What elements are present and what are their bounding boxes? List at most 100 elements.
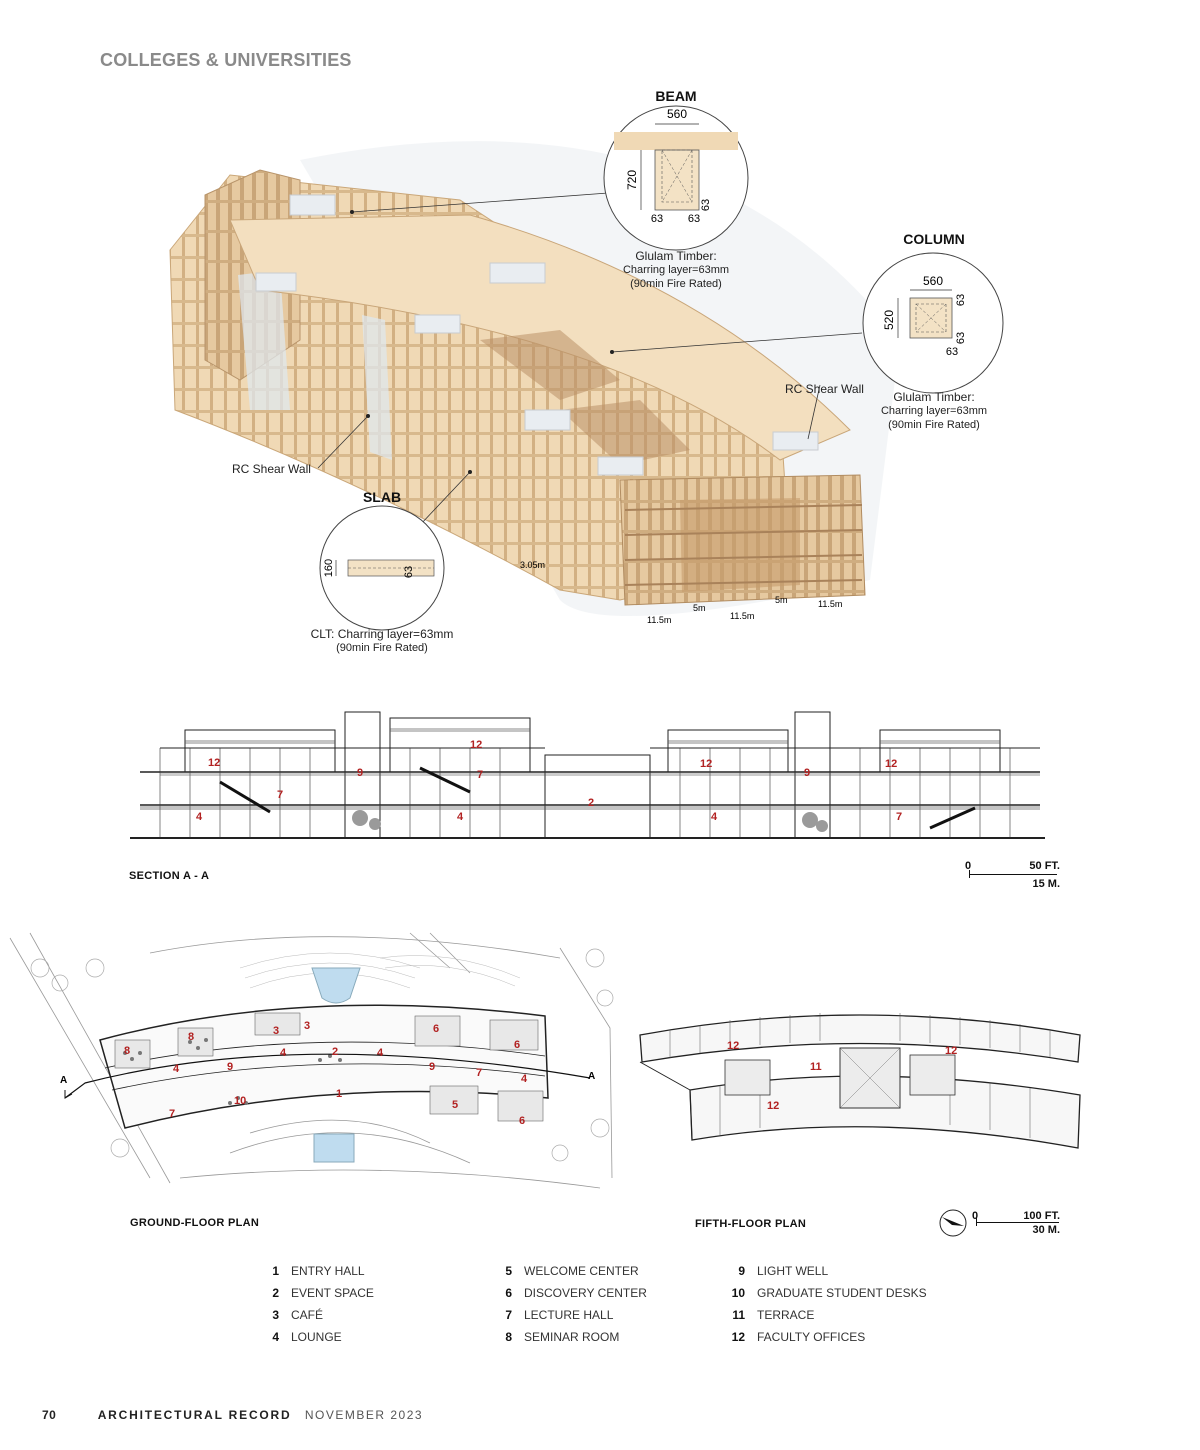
- fifth-room-number: 12: [945, 1045, 957, 1057]
- legend-number: 7: [505, 1308, 512, 1322]
- ground-room-number: 7: [169, 1108, 175, 1120]
- section-room-number: 7: [896, 811, 902, 823]
- section-room-number: 7: [277, 789, 283, 801]
- ground-room-number: 6: [514, 1039, 520, 1051]
- legend-label: LIGHT WELL: [757, 1264, 829, 1278]
- legend-label: DISCOVERY CENTER: [524, 1286, 647, 1300]
- legend-number: 6: [505, 1286, 512, 1300]
- ground-room-number: 8: [188, 1031, 194, 1043]
- column-caption-line: (90min Fire Rated): [888, 419, 980, 431]
- legend-number: 10: [731, 1286, 745, 1300]
- ground-room-number: 4: [377, 1047, 384, 1059]
- legend-item: 4 LOUNGE: [255, 1330, 342, 1344]
- section-drawing: 12 9 12 7 7 4 4 2 4 12 9 12 7: [130, 711, 1045, 839]
- legend-label: TERRACE: [757, 1308, 815, 1322]
- legend-item: 5 WELCOME CENTER: [488, 1264, 639, 1278]
- ground-room-number: 3: [273, 1025, 279, 1037]
- section-room-number: 4: [196, 811, 203, 823]
- ground-room-number: 3: [304, 1020, 310, 1032]
- legend-label: EVENT SPACE: [291, 1286, 374, 1300]
- fifth-room-number: 12: [767, 1100, 779, 1112]
- fifth-room-number: 11: [810, 1061, 822, 1073]
- beam-char-b: 63: [688, 213, 700, 225]
- rc-shear-wall-label-left: RC Shear Wall: [232, 462, 311, 476]
- ground-plan-title: GROUND-FLOOR PLAN: [130, 1217, 260, 1229]
- section-room-number: 9: [804, 767, 810, 779]
- fifth-floor-plan: 12 12 11 12: [639, 1013, 1081, 1149]
- beam-caption-line: Charring layer=63mm: [622, 264, 730, 276]
- beam-caption-line: (90min Fire Rated): [630, 278, 722, 290]
- section-scale-m: 15 M.: [1032, 878, 1060, 890]
- legend-number: 11: [732, 1308, 745, 1322]
- legend-number: 5: [505, 1264, 512, 1278]
- ground-room-number: 4: [173, 1063, 180, 1075]
- section-room-number: 12: [470, 739, 482, 751]
- beam-char-a: 63: [651, 213, 663, 225]
- north-arrow-icon: [939, 1209, 967, 1237]
- ground-room-number: 8: [124, 1045, 130, 1057]
- column-char-a: 63: [955, 294, 967, 306]
- slab-caption: CLT: Charring layer=63mm (90min Fire Rat…: [292, 627, 472, 655]
- section-room-number: 12: [700, 758, 712, 770]
- dim-bay-1: 11.5m: [647, 615, 671, 625]
- dim-floor-height: 3.05m: [520, 560, 545, 570]
- ground-room-number: 9: [227, 1061, 233, 1073]
- beam-title: BEAM: [655, 88, 697, 104]
- column-height-dim: 520: [882, 310, 896, 330]
- legend-label: SEMINAR ROOM: [524, 1330, 620, 1344]
- column-width-dim: 560: [923, 274, 943, 288]
- legend-label: LOUNGE: [291, 1330, 342, 1344]
- ground-room-number: 7: [476, 1067, 482, 1079]
- legend-number: 2: [272, 1286, 279, 1300]
- beam-height-dim: 720: [625, 170, 639, 190]
- legend-number: 3: [272, 1308, 279, 1322]
- section-scale-line: [969, 874, 1057, 875]
- column-char-b: 63: [955, 332, 967, 344]
- slab-caption-line: CLT: Charring layer=63mm: [310, 627, 454, 641]
- slab-caption-line: (90min Fire Rated): [336, 642, 428, 654]
- ground-room-number: 2: [332, 1046, 338, 1058]
- beam-char-c: 63: [700, 199, 712, 211]
- section-title: SECTION A - A: [129, 870, 210, 882]
- column-caption-line: Charring layer=63mm: [880, 405, 988, 417]
- beam-width-dim: 560: [667, 107, 687, 121]
- legend-number: 4: [272, 1330, 279, 1344]
- section-room-number: 4: [457, 811, 464, 823]
- plan-scale-zero: 0: [972, 1210, 979, 1222]
- section-scale-ft: 50 FT.: [1029, 860, 1060, 872]
- structure-axonometric: 560 720 63 63 63 560 520 63 63 63 160 63…: [169, 105, 1004, 631]
- beam-caption: Glulam Timber: Charring layer=63mm (90mi…: [596, 249, 756, 291]
- dim-bay-2: 11.5m: [730, 611, 754, 621]
- legend-number: 1: [272, 1264, 279, 1278]
- dim-bay-3: 11.5m: [818, 599, 842, 609]
- section-header: COLLEGES & UNIVERSITIES: [100, 50, 352, 70]
- column-caption: Glulam Timber: Charring layer=63mm (90mi…: [854, 390, 1014, 432]
- ground-room-number: 9: [429, 1061, 435, 1073]
- section-scale-zero: 0: [965, 860, 972, 872]
- ground-room-number: 6: [433, 1023, 439, 1035]
- slab-title: SLAB: [362, 489, 402, 505]
- column-title: COLUMN: [903, 231, 965, 247]
- plan-scale-m: 30 M.: [1032, 1224, 1060, 1236]
- legend-item: 11 TERRACE: [721, 1308, 814, 1322]
- dim-corridor-2: 5m: [775, 595, 788, 605]
- ground-plan-section-marker: A: [588, 1071, 595, 1082]
- page-footer: 70 ARCHITECTURAL RECORD NOVEMBER 2023: [42, 1408, 442, 1422]
- section-room-number: 12: [885, 758, 897, 770]
- ground-room-number: 4: [280, 1047, 287, 1059]
- legend-label: LECTURE HALL: [524, 1308, 614, 1322]
- ground-floor-plan: A A 8 8 3 3 6 6 4 4 2 4 9 9 7 4 1 10 7 5…: [9, 932, 614, 1189]
- slab-char-dim: 63: [403, 566, 415, 578]
- ground-plan-section-marker: A: [60, 1075, 67, 1086]
- legend-item: 2 EVENT SPACE: [255, 1286, 374, 1300]
- legend-number: 12: [731, 1330, 745, 1344]
- section-room-number: 9: [357, 767, 363, 779]
- legend-label: WELCOME CENTER: [524, 1264, 639, 1278]
